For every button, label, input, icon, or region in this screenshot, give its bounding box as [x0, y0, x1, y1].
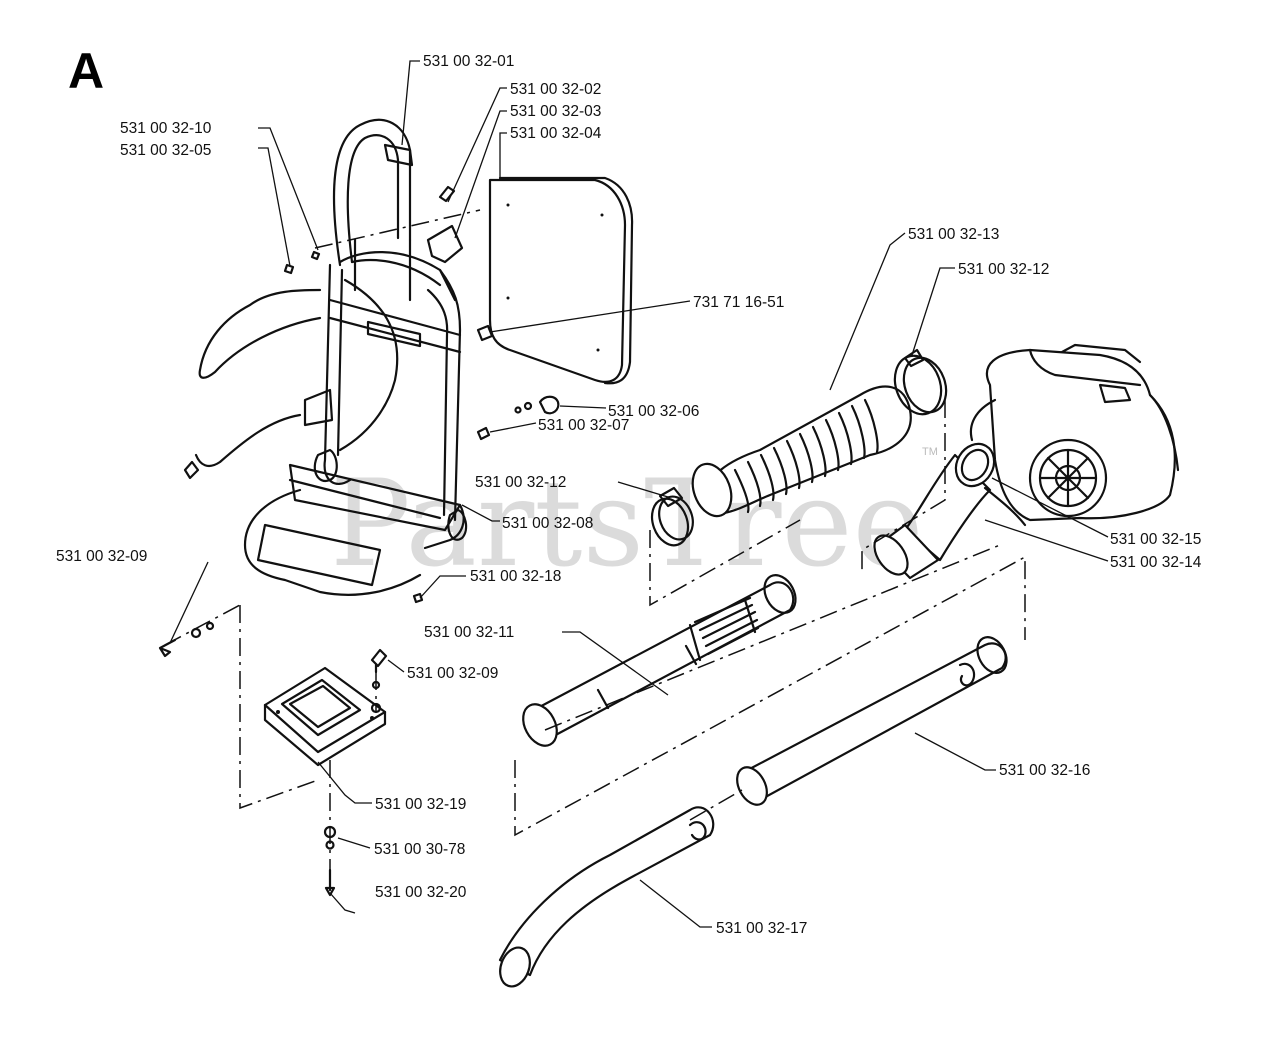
small-hardware[interactable]: [158, 592, 424, 897]
label-531-00-32-03: 531 00 32-03: [510, 103, 601, 120]
hose-clamp-upper[interactable]: [887, 348, 953, 420]
label-531-00-32-13: 531 00 32-13: [908, 226, 999, 243]
label-531-00-32-08: 531 00 32-08: [502, 515, 593, 532]
frame-bolts[interactable]: [283, 185, 464, 275]
blower-housing[interactable]: [969, 343, 1180, 522]
watermark-text: PartsTree: [330, 455, 924, 594]
guide-lines: [164, 209, 1026, 875]
label-531-00-30-78: 531 00 30-78: [374, 841, 465, 858]
harness-plate[interactable]: [263, 666, 387, 767]
tube-lower[interactable]: [731, 632, 1012, 810]
label-531-00-32-05: 531 00 32-05: [120, 142, 211, 159]
back-pad[interactable]: [488, 176, 634, 385]
elbow-outlet[interactable]: [903, 437, 1027, 562]
label-731-71-16-51: 731 71 16-51: [693, 294, 784, 311]
leader-lines: [169, 60, 1109, 928]
label-531-00-32-10: 531 00 32-10: [120, 120, 212, 137]
label-531-00-32-02: 531 00 32-02: [510, 81, 601, 98]
label-531-00-32-11: 531 00 32-11: [424, 624, 514, 641]
label-531-00-32-12-upper: 531 00 32-12: [958, 261, 1049, 278]
nozzle-curved[interactable]: [495, 806, 715, 990]
label-531-00-32-12-lower: 531 00 32-12: [475, 474, 566, 491]
label-531-00-32-16: 531 00 32-16: [999, 762, 1090, 779]
label-531-00-32-04: 531 00 32-04: [510, 125, 602, 142]
label-531-00-32-09-right: 531 00 32-09: [407, 665, 498, 682]
part-labels: 531 00 32-01 531 00 32-02 531 00 32-03 5…: [56, 53, 1202, 937]
label-531-00-32-07: 531 00 32-07: [538, 417, 629, 434]
pad-hardware[interactable]: [476, 324, 560, 441]
label-531-00-32-14: 531 00 32-14: [1110, 554, 1202, 571]
label-531-00-32-19: 531 00 32-19: [375, 796, 466, 813]
label-531-00-32-01: 531 00 32-01: [423, 53, 514, 70]
backpack-frame[interactable]: [183, 118, 468, 596]
label-531-00-32-20: 531 00 32-20: [375, 884, 467, 901]
label-531-00-32-15: 531 00 32-15: [1110, 531, 1201, 548]
label-531-00-32-17: 531 00 32-17: [716, 920, 807, 937]
label-531-00-32-18: 531 00 32-18: [470, 568, 561, 585]
label-531-00-32-09-left: 531 00 32-09: [56, 548, 147, 565]
watermark-tm: TM: [922, 446, 938, 458]
tube-upper[interactable]: [516, 570, 801, 752]
coupling-sleeve[interactable]: [868, 523, 940, 580]
hose-clamp-lower[interactable]: [646, 486, 699, 550]
label-531-00-32-06: 531 00 32-06: [608, 403, 699, 420]
section-letter: A: [68, 43, 104, 99]
